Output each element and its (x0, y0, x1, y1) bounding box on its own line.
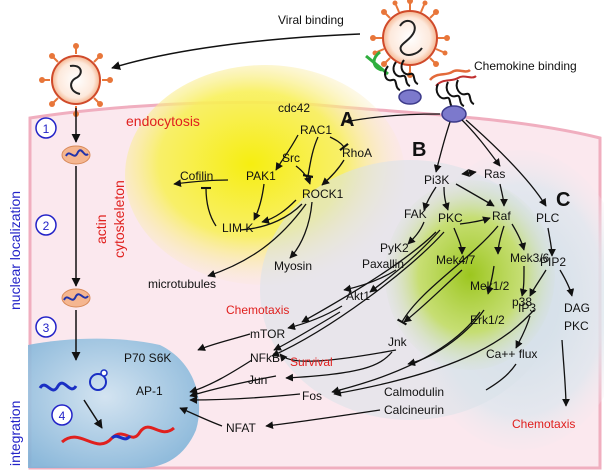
endosome-icon (61, 145, 91, 165)
step-1-badge: 1 (35, 117, 57, 139)
node-p70s6k: P70 S6K (124, 351, 171, 365)
node-pkc-b: PKC (438, 211, 463, 225)
nuclear-localization-label: nuclear localization (7, 191, 23, 310)
chemokine-receptor-icon (429, 68, 477, 123)
node-erk12: Erk1/2 (470, 313, 505, 327)
node-microtubules: microtubules (148, 277, 216, 291)
node-mtor: mTOR (250, 327, 285, 341)
node-jun: Jun (248, 373, 267, 387)
node-pkc-c: PKC (564, 319, 589, 333)
node-rock1: ROCK1 (302, 187, 344, 201)
viral-receptor-icon (365, 50, 422, 105)
node-dag: DAG (564, 301, 590, 315)
node-ap1: AP-1 (136, 384, 163, 398)
svg-text:2: 2 (43, 219, 50, 233)
node-p38: p38 (512, 295, 532, 309)
nucleus (28, 338, 200, 468)
cytoskeleton-label: cytoskeleton (111, 180, 127, 258)
region-b-label: B (412, 139, 426, 161)
node-pi3k: Pi3K (424, 173, 449, 187)
node-ca-flux: Ca++ flux (486, 347, 537, 361)
chemotaxis-c-label: Chemotaxis (512, 417, 575, 431)
step-4-badge: 4 (51, 404, 73, 426)
node-ip3: IP3 (518, 301, 536, 315)
node-cdc42: cdc42 (278, 101, 310, 115)
viral-entry-arrow (111, 33, 361, 70)
chemotaxis-b-label: Chemotaxis (226, 303, 289, 317)
node-myosin: Myosin (274, 259, 312, 273)
node-mek36: Mek3/6 (510, 251, 550, 265)
region-b-green-shading (385, 180, 555, 370)
region-c-label: C (556, 189, 570, 211)
viral-binding-label: Viral binding (278, 13, 344, 27)
svg-text:1: 1 (43, 122, 50, 136)
svg-text:4: 4 (59, 409, 66, 423)
node-akt1: Akt1 (346, 289, 370, 303)
actin-label-visible: actin (93, 214, 109, 244)
virus-icon (370, 0, 450, 78)
node-mek12: Mek1/2 (470, 279, 510, 293)
integration-arrow (83, 399, 103, 429)
node-pyk2: PyK2 (380, 241, 409, 255)
preintegration-complex-icon (61, 288, 91, 308)
node-fak: FAK (404, 207, 427, 221)
node-jnk: Jnk (388, 335, 408, 349)
svg-text:3: 3 (43, 321, 50, 335)
node-rac1: RAC1 (300, 123, 332, 137)
node-nfat: NFAT (226, 421, 256, 435)
node-nfkb: NFkB (250, 351, 280, 365)
node-limk: LIM K (222, 221, 253, 235)
integration-label: integration (7, 401, 23, 466)
virus-icon (39, 43, 113, 117)
node-plc: PLC (536, 211, 560, 225)
step-2-badge: 2 (35, 214, 57, 236)
node-paxallin: Paxallin (362, 257, 404, 271)
step-3-badge: 3 (35, 316, 57, 338)
node-mek47: Mek4/7 (436, 253, 476, 267)
node-calcineurin: Calcineurin (384, 403, 444, 417)
node-raf: Raf (492, 209, 511, 223)
viral-dna-icon (38, 381, 78, 392)
host-dna-icon (61, 425, 175, 446)
integrated-viral-segment (110, 434, 132, 441)
node-cofilin: Cofilin (180, 169, 213, 183)
integrase-icon (89, 369, 108, 391)
node-ras: Ras (484, 167, 505, 181)
node-rhoa: RhoA (342, 146, 372, 160)
node-src: Src (282, 151, 300, 165)
survival-label: Survival (290, 355, 333, 369)
node-fos: Fos (302, 389, 322, 403)
node-calmodulin: Calmodulin (384, 385, 444, 399)
endocytosis-label: endocytosis (126, 113, 200, 129)
chemokine-binding-label: Chemokine binding (474, 59, 577, 73)
node-pak1: PAK1 (246, 169, 276, 183)
node-pip2: PIP2 (540, 255, 566, 269)
